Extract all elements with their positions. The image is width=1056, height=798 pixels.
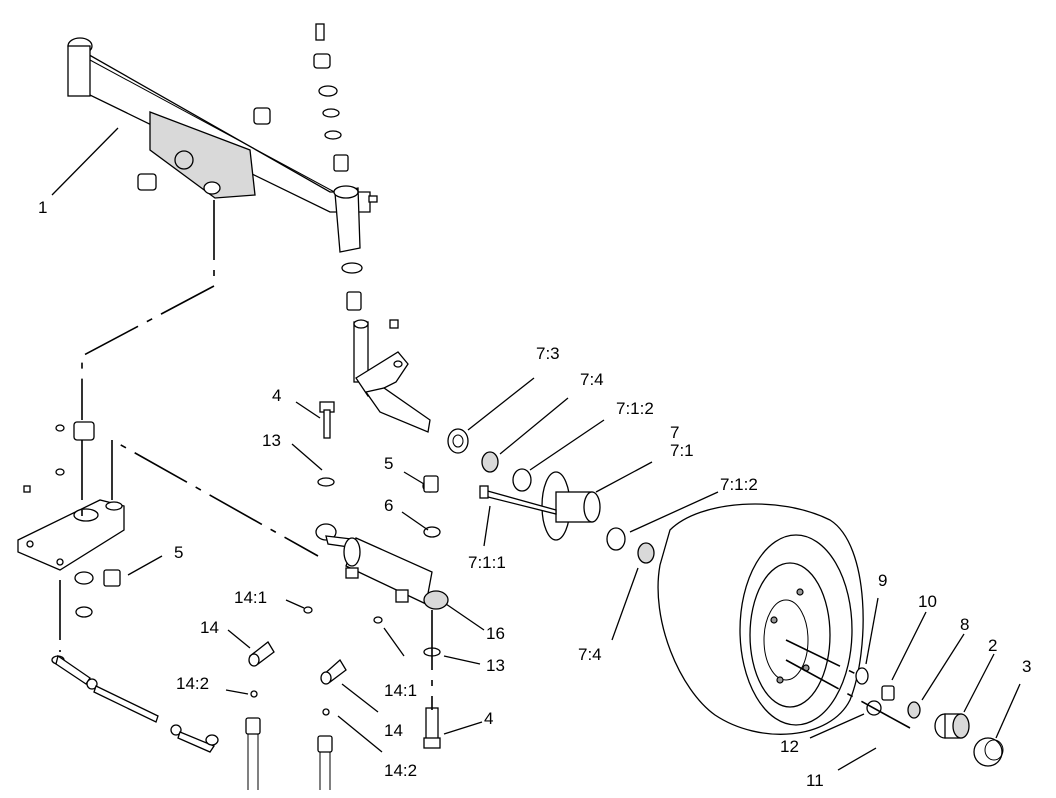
callout-1: 1 bbox=[38, 198, 47, 217]
callout-labels: 1 7:3 7:4 7:1:2 7 7:1 7:1:2 7:1:1 7:4 4 … bbox=[38, 198, 1031, 790]
spindle-hardware-stack bbox=[313, 23, 378, 311]
wheel-hub-7-1 bbox=[541, 471, 601, 541]
callout-14-left: 14 bbox=[200, 618, 219, 637]
plate-hardware bbox=[55, 421, 121, 618]
steering-plate bbox=[17, 485, 125, 571]
callout-5-left: 5 bbox=[174, 543, 183, 562]
bearing-cup-7-3 bbox=[447, 428, 469, 454]
axle-beam bbox=[67, 37, 371, 253]
callout-7-3: 7:3 bbox=[536, 344, 560, 363]
callout-2: 2 bbox=[988, 636, 997, 655]
callout-5-upper: 5 bbox=[384, 454, 393, 473]
callout-7-1-1: 7:1:1 bbox=[468, 553, 506, 572]
callout-4-upper: 4 bbox=[272, 386, 281, 405]
callout-11: 11 bbox=[806, 771, 824, 790]
bearing-8 bbox=[907, 701, 921, 719]
leader-lines bbox=[51, 127, 1021, 771]
callout-9: 9 bbox=[878, 571, 887, 590]
bushing-2 bbox=[934, 713, 970, 739]
spindle-knuckle bbox=[353, 319, 431, 433]
callout-7-1-2-lower: 7:1:2 bbox=[720, 475, 758, 494]
nut-10 bbox=[881, 685, 895, 701]
callout-16: 16 bbox=[486, 624, 505, 643]
callout-6: 6 bbox=[384, 496, 393, 515]
callout-13-upper: 13 bbox=[262, 431, 281, 450]
pivot-bushing-right bbox=[253, 107, 271, 125]
hydraulic-fitting-right bbox=[317, 616, 383, 790]
callout-13-lower: 13 bbox=[486, 656, 505, 675]
callout-4-lower: 4 bbox=[484, 709, 493, 728]
hydraulic-fitting-left bbox=[245, 606, 313, 790]
assembly-lines bbox=[59, 200, 911, 729]
callout-8: 8 bbox=[960, 615, 969, 634]
bearing-cone-7-4-inner bbox=[481, 451, 499, 473]
callout-14-1-right: 14:1 bbox=[384, 681, 417, 700]
callout-14-right: 14 bbox=[384, 721, 403, 740]
callout-3: 3 bbox=[1022, 657, 1031, 676]
callout-7-4-lower: 7:4 bbox=[578, 645, 602, 664]
bearing-cone-7-4-outer bbox=[637, 542, 655, 564]
callout-10: 10 bbox=[918, 592, 937, 611]
callout-14-2-right: 14:2 bbox=[384, 761, 417, 780]
dust-cap-3 bbox=[973, 737, 1004, 767]
callout-12: 12 bbox=[780, 737, 799, 756]
callout-7-1: 7:1 bbox=[670, 441, 694, 460]
callout-7: 7 bbox=[670, 423, 679, 442]
callout-7-4-upper: 7:4 bbox=[580, 370, 604, 389]
washer-9 bbox=[855, 667, 869, 685]
callout-7-1-2-upper: 7:1:2 bbox=[616, 399, 654, 418]
bearing-race-7-1-2-inner bbox=[512, 468, 532, 492]
steering-cylinder bbox=[315, 401, 449, 749]
callout-14-2-left: 14:2 bbox=[176, 674, 209, 693]
pivot-bushing-left bbox=[137, 173, 157, 191]
tire-and-wheel bbox=[657, 503, 864, 735]
wheel-stud-7-1-1 bbox=[479, 485, 557, 515]
bearing-race-7-1-2-outer bbox=[606, 527, 626, 551]
tie-rod bbox=[51, 654, 219, 753]
callout-14-1-left: 14:1 bbox=[234, 588, 267, 607]
